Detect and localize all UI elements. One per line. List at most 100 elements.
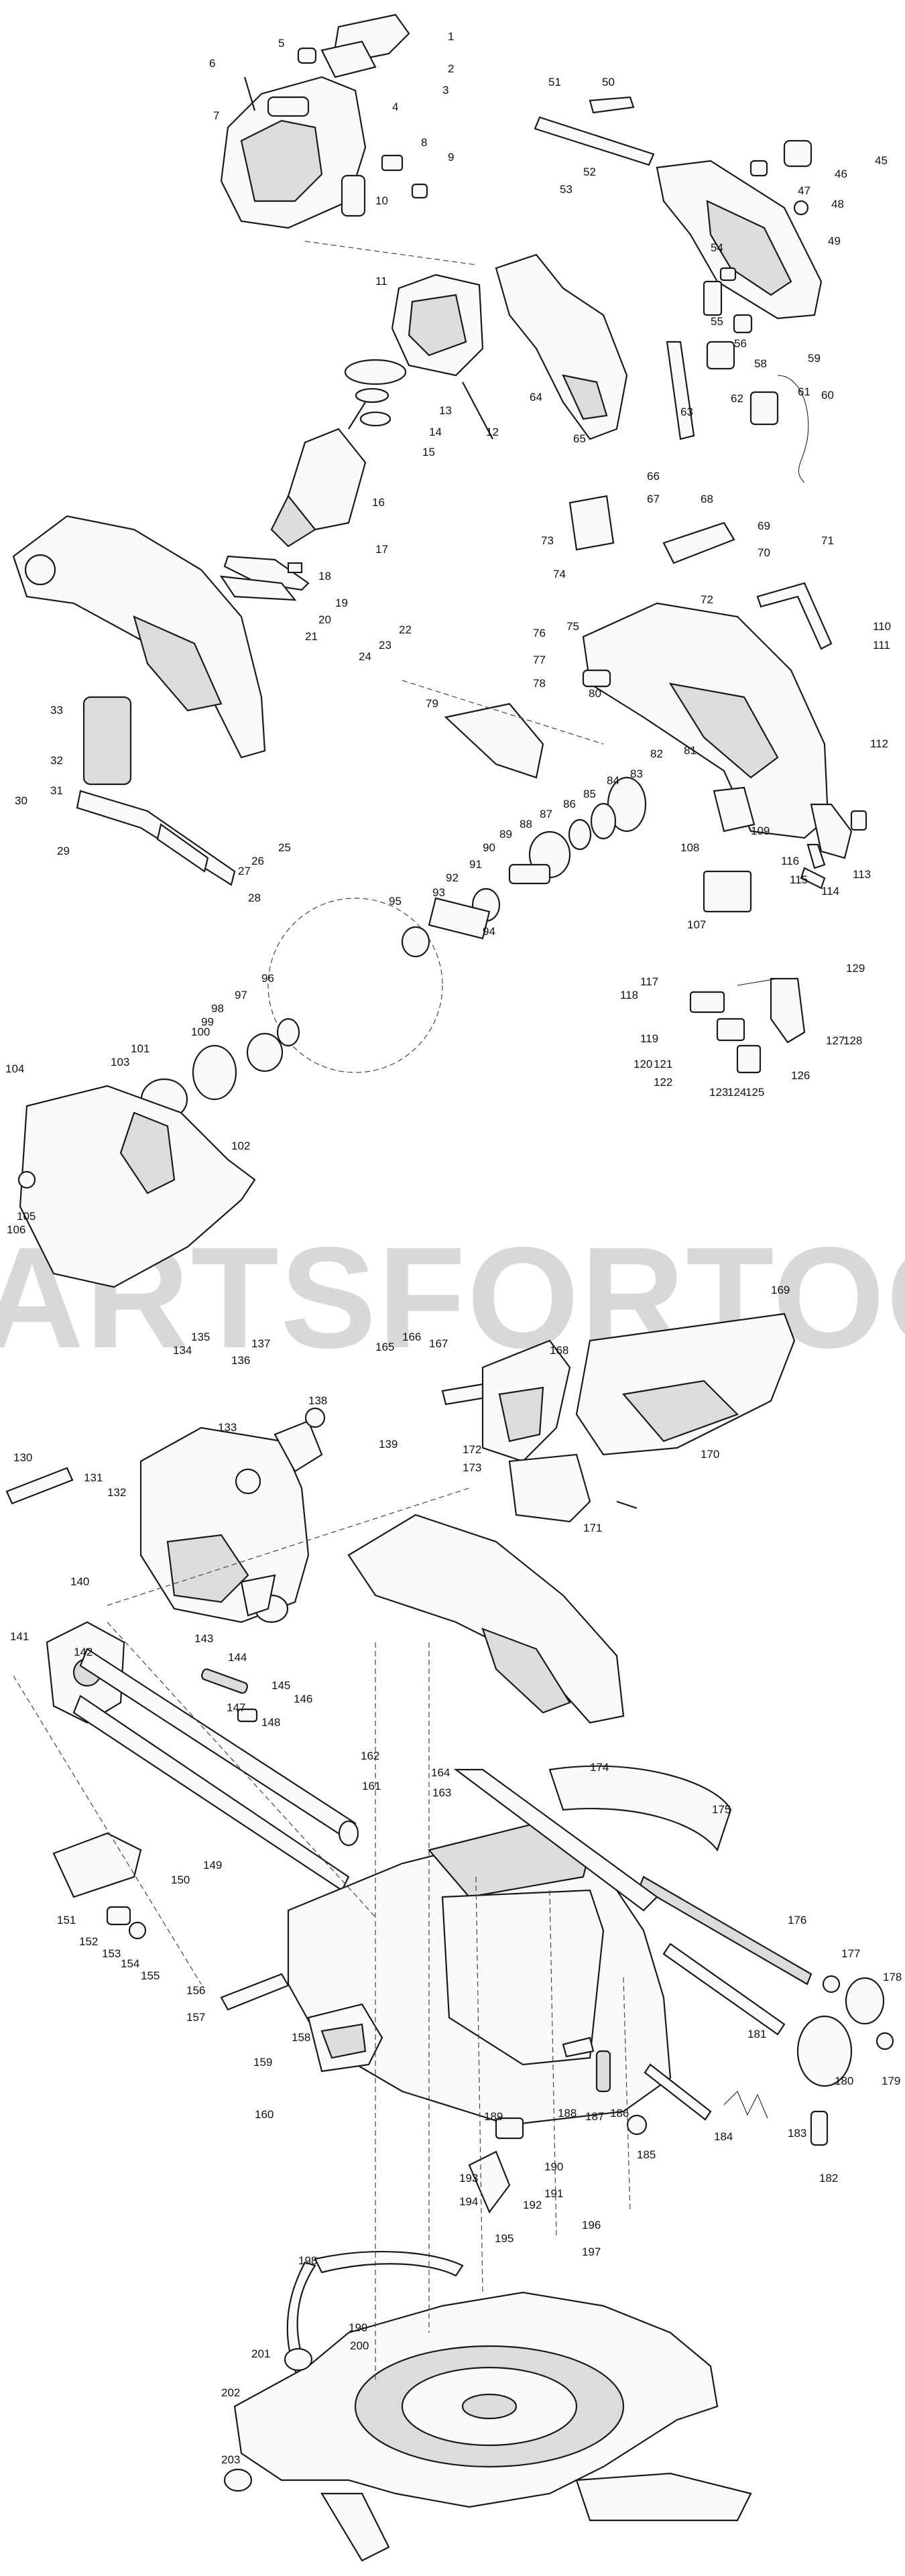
callout-122: 122: [654, 1076, 672, 1089]
callout-171: 171: [583, 1522, 602, 1534]
callout-19: 19: [335, 597, 348, 609]
callout-196: 196: [582, 2219, 601, 2231]
callout-176: 176: [788, 1914, 806, 1926]
callout-158: 158: [292, 2031, 310, 2044]
callout-63: 63: [680, 406, 693, 418]
arm-small-parts: [689, 786, 867, 1074]
callout-131: 131: [84, 1471, 103, 1484]
bevel-lock-assembly: [441, 1312, 796, 1523]
callout-172: 172: [463, 1443, 481, 1456]
callout-90: 90: [483, 841, 495, 854]
callout-118: 118: [620, 989, 638, 1001]
callout-133: 133: [218, 1421, 237, 1434]
callout-102: 102: [231, 1140, 250, 1152]
callout-95: 95: [389, 895, 402, 908]
callout-128: 128: [843, 1034, 862, 1047]
callout-94: 94: [483, 925, 495, 938]
callout-105: 105: [17, 1210, 36, 1223]
callout-33: 33: [50, 704, 63, 717]
callout-67: 67: [647, 493, 660, 505]
callout-53: 53: [560, 183, 572, 196]
callout-66: 66: [647, 470, 660, 483]
callout-79: 79: [426, 697, 438, 710]
callout-107: 107: [687, 918, 706, 931]
callout-123: 123: [709, 1086, 728, 1099]
callout-149: 149: [203, 1859, 222, 1872]
callout-54: 54: [711, 241, 723, 254]
callout-99: 99: [201, 1016, 214, 1028]
callout-166: 166: [402, 1331, 421, 1343]
callout-143: 143: [194, 1632, 213, 1645]
callout-193: 193: [459, 2172, 478, 2185]
callout-197: 197: [582, 2246, 601, 2258]
callout-114: 114: [821, 885, 839, 898]
callout-86: 86: [563, 798, 576, 810]
callout-134: 134: [173, 1344, 192, 1357]
callout-58: 58: [754, 357, 767, 370]
callout-29: 29: [57, 845, 70, 857]
callout-155: 155: [141, 1969, 160, 1982]
callout-127: 127: [826, 1034, 845, 1047]
callout-78: 78: [533, 677, 546, 690]
callout-161: 161: [362, 1780, 381, 1792]
callout-108: 108: [680, 841, 699, 854]
callout-62: 62: [731, 392, 743, 405]
callout-88: 88: [520, 818, 532, 831]
callout-18: 18: [318, 570, 331, 582]
callout-77: 77: [533, 654, 546, 666]
callout-120: 120: [634, 1058, 652, 1070]
callout-22: 22: [399, 623, 412, 636]
callout-140: 140: [70, 1575, 89, 1588]
callout-117: 117: [640, 975, 658, 988]
callout-100: 100: [191, 1026, 210, 1038]
callout-183: 183: [788, 2127, 806, 2140]
callout-73: 73: [541, 534, 554, 547]
callout-182: 182: [819, 2172, 838, 2185]
callout-111: 111: [873, 639, 890, 652]
callout-45: 45: [875, 154, 888, 167]
callout-75: 75: [566, 620, 579, 633]
callout-13: 13: [439, 404, 452, 417]
callout-162: 162: [361, 1750, 379, 1762]
callout-138: 138: [308, 1394, 327, 1407]
callout-28: 28: [248, 892, 261, 904]
base-assembly: [223, 2251, 752, 2562]
callout-61: 61: [798, 385, 810, 398]
arm-holder-assembly: [5, 1407, 625, 1940]
callout-64: 64: [530, 391, 542, 404]
callout-112: 112: [870, 737, 888, 750]
callout-137: 137: [251, 1337, 270, 1350]
callout-153: 153: [102, 1947, 121, 1960]
callout-30: 30: [15, 794, 27, 807]
callout-82: 82: [650, 747, 663, 760]
callout-76: 76: [533, 627, 546, 639]
callout-156: 156: [186, 1984, 205, 1997]
callout-201: 201: [251, 2347, 270, 2360]
callout-50: 50: [602, 76, 615, 88]
callout-7: 7: [213, 109, 219, 122]
callout-189: 189: [484, 2110, 503, 2123]
callout-203: 203: [221, 2453, 240, 2466]
callout-25: 25: [278, 841, 291, 854]
callout-184: 184: [714, 2130, 733, 2143]
callout-125: 125: [745, 1086, 764, 1099]
callout-164: 164: [431, 1766, 450, 1779]
callout-93: 93: [432, 886, 445, 899]
spindle-assembly: [17, 776, 647, 1288]
callout-177: 177: [841, 1947, 860, 1960]
callout-5: 5: [278, 37, 284, 50]
callout-121: 121: [654, 1058, 672, 1070]
callout-178: 178: [883, 1971, 902, 1983]
callout-labels: 1234567891011121314151617181920212223242…: [5, 30, 902, 2466]
callout-136: 136: [231, 1354, 250, 1367]
callout-199: 199: [349, 2321, 367, 2334]
callout-192: 192: [523, 2199, 542, 2211]
callout-27: 27: [238, 865, 251, 877]
callout-200: 200: [350, 2339, 369, 2352]
callout-104: 104: [5, 1062, 24, 1075]
callout-148: 148: [261, 1716, 280, 1729]
callout-59: 59: [808, 352, 821, 365]
callout-6: 6: [209, 57, 215, 70]
motor-assembly: [219, 13, 493, 601]
callout-92: 92: [446, 871, 459, 884]
